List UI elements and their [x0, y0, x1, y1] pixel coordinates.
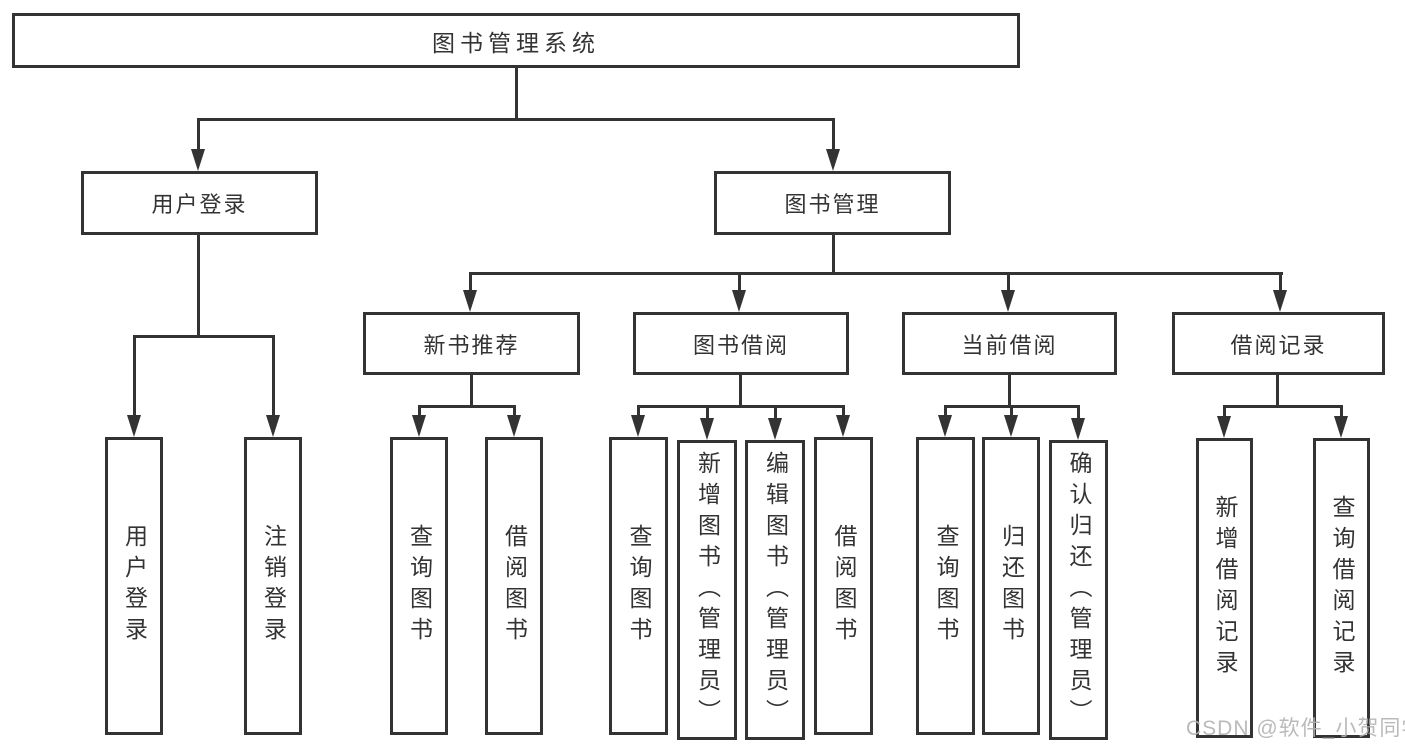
leaf-edit-books-admin: 编辑图书（管理员）	[745, 440, 805, 740]
node-user-login: 用户登录	[81, 171, 318, 235]
arrowhead-down-icon	[266, 415, 280, 437]
connector-vline	[1276, 373, 1279, 408]
leaf-user-login: 用户登录	[105, 437, 163, 735]
node-library-management-system: 图书管理系统	[12, 13, 1020, 68]
connector-vline	[832, 118, 835, 149]
connector-hline	[133, 335, 275, 338]
connector-vline	[944, 405, 947, 415]
node-new-book-recommend: 新书推荐	[363, 312, 580, 375]
connector-vline	[1223, 405, 1226, 416]
node-book-borrow: 图书借阅	[633, 312, 849, 375]
connector-vline	[1077, 405, 1080, 418]
arrowhead-down-icon	[463, 290, 477, 312]
connector-vline	[197, 233, 200, 338]
arrowhead-down-icon	[732, 290, 746, 312]
csdn-watermark: CSDN @软件_小贺同学	[1186, 717, 1405, 740]
leaf-query-books-current: 查询图书	[916, 437, 975, 735]
connector-vline	[738, 272, 741, 290]
connector-vline	[637, 405, 640, 415]
node-current-borrow: 当前借阅	[902, 312, 1117, 375]
connector-vline	[1008, 373, 1011, 408]
arrowhead-down-icon	[412, 415, 426, 437]
connector-vline	[832, 233, 835, 275]
connector-vline	[1010, 405, 1013, 415]
connector-hline	[197, 118, 835, 121]
arrowhead-down-icon	[836, 415, 850, 437]
connector-vline	[515, 66, 518, 121]
arrowhead-down-icon	[938, 415, 952, 437]
connector-hline	[418, 405, 516, 408]
connector-vline	[774, 405, 777, 418]
connector-vline	[1279, 272, 1282, 290]
connector-vline	[513, 405, 516, 415]
arrowhead-down-icon	[1001, 290, 1015, 312]
node-book-management: 图书管理	[714, 171, 951, 235]
connector-hline	[1223, 405, 1343, 408]
connector-vline	[418, 405, 421, 415]
arrowhead-down-icon	[1273, 290, 1287, 312]
arrowhead-down-icon	[700, 418, 714, 440]
connector-hline	[637, 405, 845, 408]
connector-vline	[133, 335, 136, 415]
connector-vline	[1340, 405, 1343, 416]
arrowhead-down-icon	[1334, 416, 1348, 438]
arrowhead-down-icon	[826, 149, 840, 171]
leaf-return-books: 归还图书	[982, 437, 1040, 735]
leaf-query-books-borrow: 查询图书	[609, 437, 668, 735]
connector-vline	[739, 373, 742, 408]
arrowhead-down-icon	[507, 415, 521, 437]
arrowhead-down-icon	[191, 149, 205, 171]
connector-vline	[272, 335, 275, 415]
connector-vline	[706, 405, 709, 418]
leaf-add-borrow-record: 新增借阅记录	[1196, 438, 1253, 738]
leaf-add-books-admin: 新增图书（管理员）	[677, 440, 737, 740]
arrowhead-down-icon	[768, 418, 782, 440]
leaf-logout-login: 注销登录	[244, 437, 302, 735]
arrowhead-down-icon	[1004, 415, 1018, 437]
connector-vline	[842, 405, 845, 415]
connector-vline	[197, 118, 200, 149]
node-borrow-records: 借阅记录	[1172, 312, 1385, 375]
connector-vline	[469, 272, 472, 290]
leaf-borrow-books: 借阅图书	[814, 437, 873, 735]
leaf-query-books-recommend: 查询图书	[390, 437, 448, 735]
arrowhead-down-icon	[631, 415, 645, 437]
leaf-borrow-books-recommend: 借阅图书	[485, 437, 543, 735]
connector-vline	[1007, 272, 1010, 290]
leaf-query-borrow-record: 查询借阅记录	[1313, 438, 1370, 738]
arrowhead-down-icon	[1217, 416, 1231, 438]
arrowhead-down-icon	[127, 415, 141, 437]
connector-hline	[469, 272, 1283, 275]
arrowhead-down-icon	[1071, 418, 1085, 440]
leaf-confirm-return-admin: 确认归还（管理员）	[1049, 440, 1108, 740]
connector-vline	[470, 373, 473, 408]
